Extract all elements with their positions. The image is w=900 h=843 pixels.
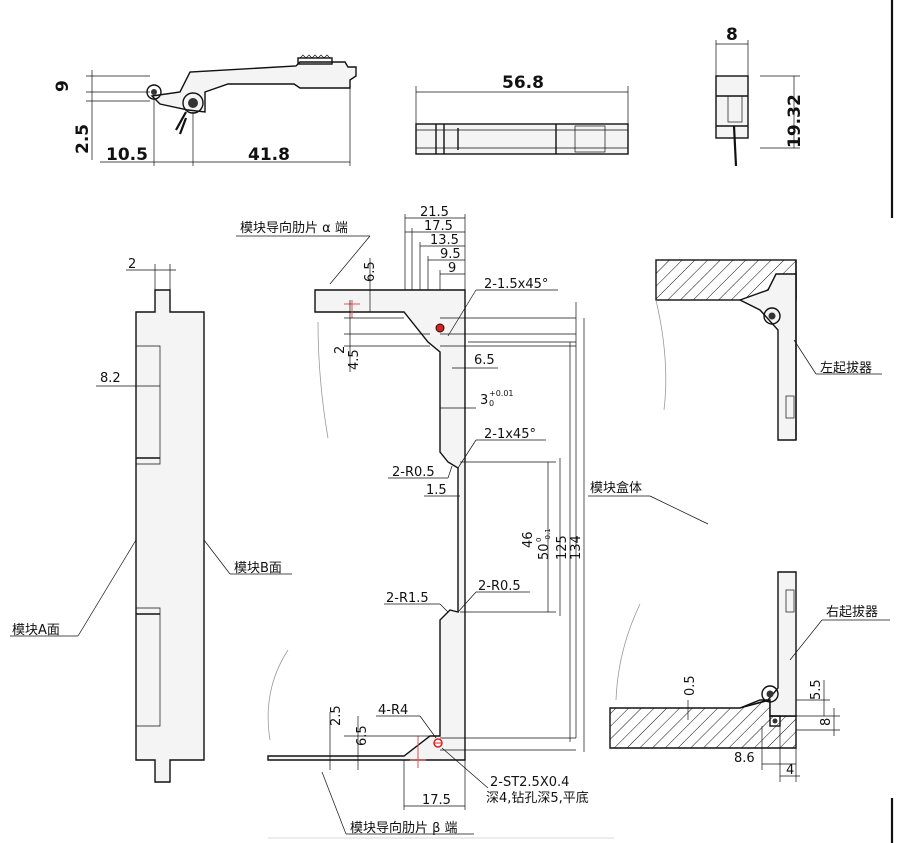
dim-4: 4: [786, 763, 794, 778]
note-r0-5-bottom: 2-R0.5: [478, 579, 521, 594]
dim-3: 3: [480, 393, 488, 408]
dim-6-5-right: 6.5: [474, 353, 495, 368]
note-r0-5-top: 2-R0.5: [392, 465, 435, 480]
dim-50: 50: [537, 543, 552, 560]
label-right-puller: 右起拔器: [826, 605, 878, 620]
note-drill: 深4,钻孔深5,平底: [486, 790, 589, 806]
dim-10-5: 10.5: [106, 145, 148, 165]
dim-4-5: 4.5: [347, 349, 362, 370]
dim-134: 134: [569, 535, 584, 560]
dim-19-32: 19.32: [785, 94, 805, 148]
dim-1-5: 1.5: [426, 483, 447, 498]
dim-6-5-top: 6.5: [363, 261, 378, 282]
dim-8-2: 8.2: [100, 371, 121, 386]
dim-8: 8: [819, 718, 834, 726]
note-chamfer-1: 2-1x45°: [484, 427, 536, 442]
dim-0-5: 0.5: [683, 675, 698, 696]
dim-3-tol-upper: +0.01: [489, 389, 514, 398]
top-end-view: 8 19.32: [715, 25, 805, 167]
dim-8-6: 8.6: [734, 751, 755, 766]
top-front-view: 56.8: [415, 73, 629, 155]
dim-21-5: 21.5: [420, 205, 449, 220]
top-side-view: 9 2.5 10.5 41.8: [53, 54, 357, 166]
dim-50-tol-lower: -0.1: [544, 528, 552, 542]
dim-50-tol-upper: 0: [535, 538, 543, 542]
dim-17-5: 17.5: [424, 219, 453, 234]
dim-2-mid: 2: [333, 346, 348, 354]
note-st2-5: 2-ST2.5X0.4: [490, 775, 569, 790]
dim-8: 8: [726, 25, 738, 45]
dim-9: 9: [448, 261, 456, 276]
note-r1-5: 2-R1.5: [386, 591, 429, 606]
label-face-b: 模块B面: [234, 561, 282, 576]
middle-view: 21.5 17.5 13.5 9.5 9 6.5 2 4.5 6.5 3 +0.…: [236, 205, 614, 839]
note-r4: 4-R4: [378, 703, 408, 718]
note-chamfer-1-5: 2-1.5x45°: [484, 277, 548, 292]
right-view: 左起拔器 模块盒体 右起拔器 0.5 5.5 8 8.6 4: [588, 259, 890, 782]
dim-9-5: 9.5: [440, 247, 461, 262]
label-box: 模块盒体: [590, 480, 642, 496]
label-rib-a: 模块导向肋片 α 端: [240, 220, 348, 236]
dim-13-5: 13.5: [430, 233, 459, 248]
label-face-a: 模块A面: [12, 623, 60, 638]
dim-2-5: 2.5: [73, 124, 93, 154]
label-rib-b: 模块导向肋片 β 端: [350, 820, 458, 836]
dim-3-tol-lower: 0: [489, 399, 494, 408]
dim-56-8: 56.8: [502, 73, 544, 93]
dim-6-5-bottom: 6.5: [355, 725, 370, 746]
dim-125: 125: [555, 535, 570, 560]
dim-2: 2: [128, 257, 136, 272]
dim-5-5: 5.5: [809, 679, 824, 700]
dim-17-5-bottom: 17.5: [422, 793, 451, 808]
dim-41-8: 41.8: [248, 145, 290, 165]
dim-9: 9: [53, 80, 73, 92]
dim-46: 46: [521, 531, 536, 548]
dim-2-5-bottom: 2.5: [329, 705, 344, 726]
left-view: 2 8.2 模块B面 模块A面: [10, 257, 292, 783]
label-left-puller: 左起拔器: [820, 361, 872, 376]
